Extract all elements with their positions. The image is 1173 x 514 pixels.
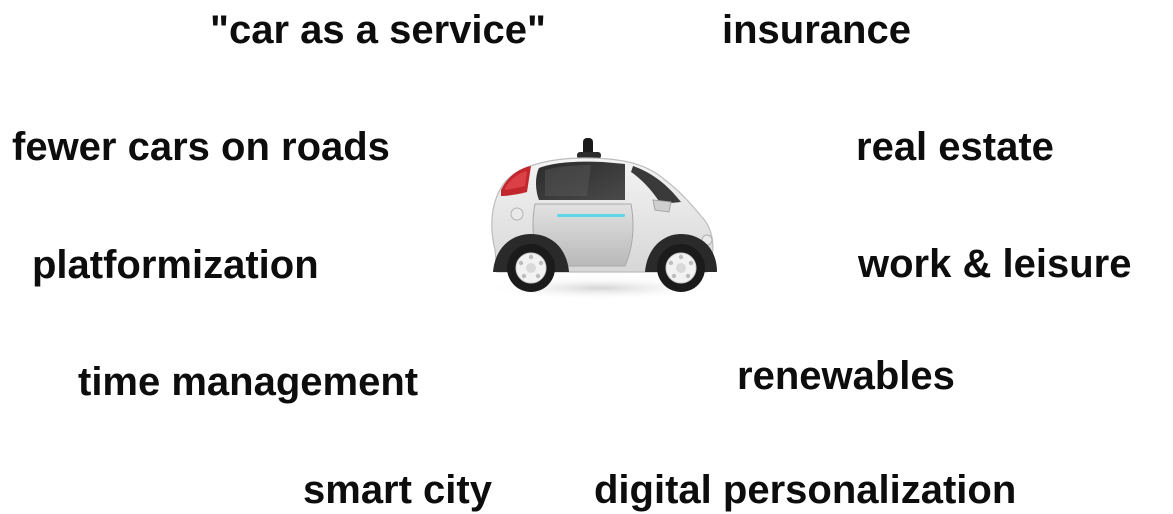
- self-driving-car-icon: [475, 130, 725, 305]
- term-car-as-a-service: "car as a service": [210, 8, 546, 52]
- term-digital-personalization: digital personalization: [594, 468, 1017, 512]
- term-platformization: platformization: [32, 243, 319, 287]
- term-renewables: renewables: [737, 354, 955, 398]
- term-smart-city: smart city: [303, 468, 492, 512]
- term-real-estate: real estate: [856, 125, 1054, 169]
- term-insurance: insurance: [722, 8, 911, 52]
- term-time-management: time management: [78, 360, 419, 404]
- term-work-and-leisure: work & leisure: [858, 242, 1132, 286]
- term-fewer-cars-on-roads: fewer cars on roads: [12, 125, 390, 169]
